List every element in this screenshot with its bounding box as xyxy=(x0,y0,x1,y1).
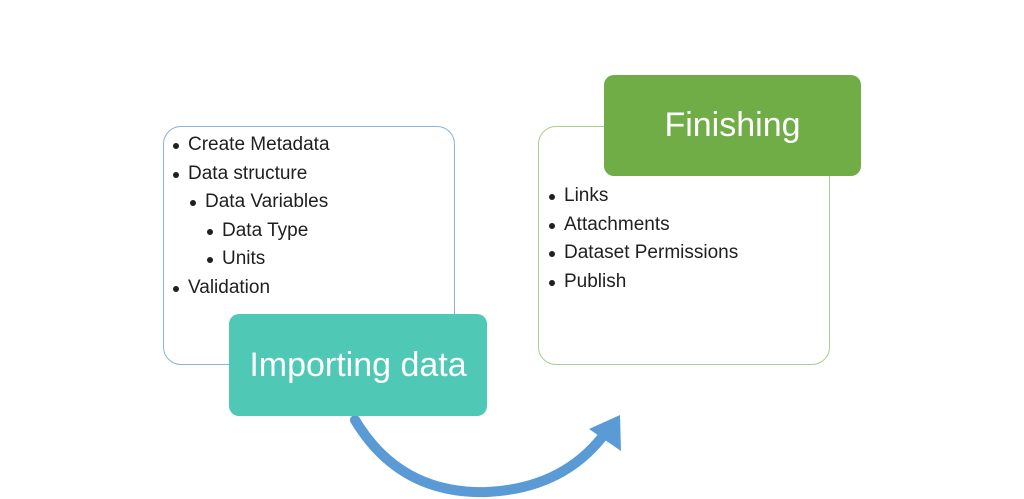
finishing-bullet-list: Links Attachments Dataset Permissions Pu… xyxy=(547,182,738,296)
bullet-data-structure: Data structure xyxy=(171,160,330,189)
bullet-data-variables: Data Variables xyxy=(188,188,330,217)
bullet-units: Units xyxy=(205,245,330,274)
importing-bullet-list: Create Metadata Data structure Data Vari… xyxy=(171,131,330,302)
importing-data-stage: Importing data xyxy=(229,314,487,416)
finishing-stage: Finishing xyxy=(604,75,861,176)
bullet-links: Links xyxy=(547,182,738,211)
bullet-data-type: Data Type xyxy=(205,217,330,246)
bullet-dataset-permissions: Dataset Permissions xyxy=(547,239,738,268)
curved-arrow-shaft xyxy=(350,415,611,498)
bullet-validation: Validation xyxy=(171,274,330,303)
bullet-publish: Publish xyxy=(547,268,738,297)
curved-arrow-head xyxy=(589,415,621,451)
bullet-create-metadata: Create Metadata xyxy=(171,131,330,160)
finishing-title: Finishing xyxy=(664,106,801,144)
bullet-attachments: Attachments xyxy=(547,211,738,240)
importing-data-title: Importing data xyxy=(249,345,467,384)
